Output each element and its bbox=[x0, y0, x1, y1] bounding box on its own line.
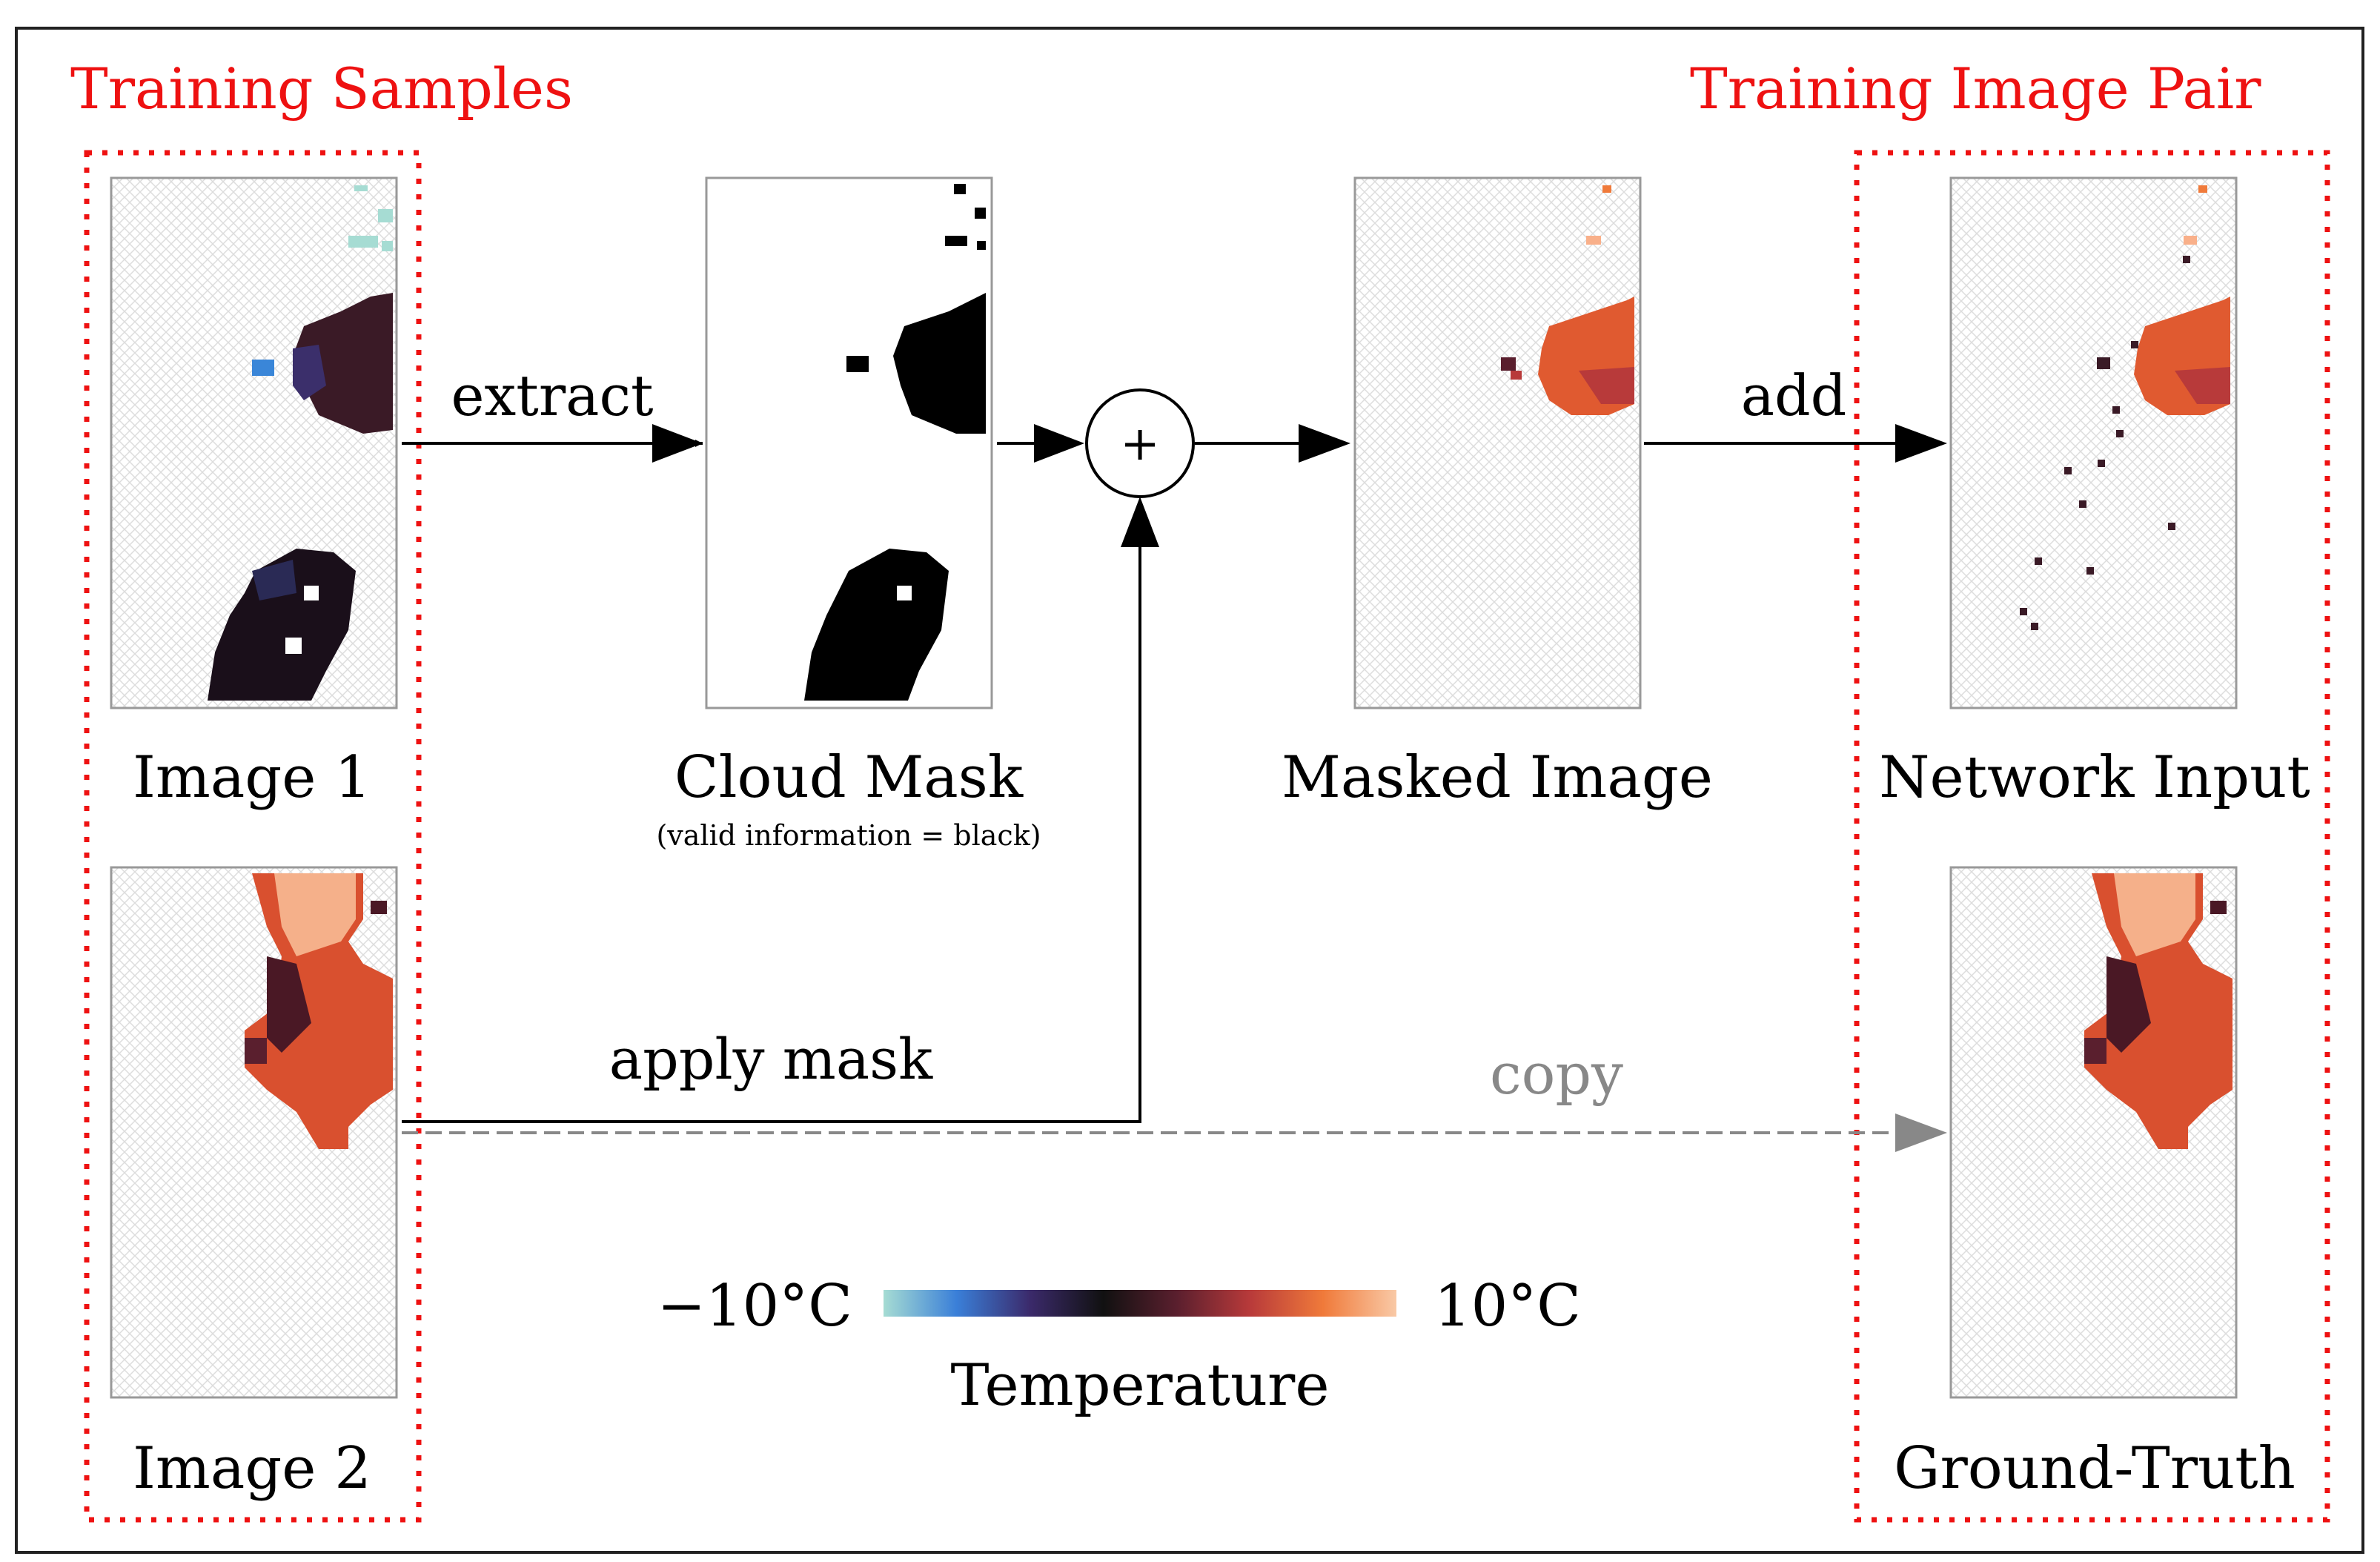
masked-speck-3 bbox=[1602, 185, 1611, 193]
cloud-mask-panel bbox=[705, 176, 993, 709]
image1-cloud-upper bbox=[252, 293, 393, 434]
image1-cloud-lower bbox=[208, 549, 356, 701]
copy-label: copy bbox=[1490, 1041, 1623, 1107]
gt-dark-band bbox=[2106, 956, 2151, 1053]
image2-dark-band bbox=[267, 956, 311, 1053]
extract-label: extract bbox=[451, 363, 653, 428]
input-dropout-specks bbox=[2020, 256, 2190, 630]
gt-cloud bbox=[2084, 873, 2233, 1149]
copy-arrowhead bbox=[1895, 1113, 1947, 1152]
masked-cloud-dark bbox=[1579, 367, 1634, 404]
cloud-mask-shapes bbox=[804, 184, 986, 701]
apply-mask-label: apply mask bbox=[609, 1026, 933, 1092]
ground-truth-label: Ground-Truth bbox=[1894, 1435, 2296, 1502]
masked-speck-1 bbox=[1501, 357, 1516, 371]
masked-speck-4 bbox=[1586, 236, 1601, 245]
image2-speck bbox=[371, 901, 387, 914]
image2-cloud bbox=[245, 873, 393, 1149]
outer-frame bbox=[15, 27, 2364, 1554]
image1-label: Image 1 bbox=[133, 744, 371, 811]
input-speck-top2 bbox=[2184, 236, 2197, 245]
gt-warm-core bbox=[2114, 873, 2195, 956]
network-input-panel bbox=[1949, 176, 2238, 709]
training-samples-box bbox=[84, 150, 422, 1523]
colorbar-min-label: −10°C bbox=[657, 1273, 852, 1340]
apply-mask-line bbox=[402, 541, 1141, 1123]
cloud-mask-hole bbox=[897, 586, 912, 600]
image1-top-specks bbox=[348, 185, 393, 251]
training-samples-title: Training Samples bbox=[70, 56, 573, 122]
colorbar-title: Temperature bbox=[951, 1352, 1330, 1419]
combine-symbol: + bbox=[1120, 417, 1160, 471]
image2-warm-core bbox=[274, 873, 356, 956]
gt-edge bbox=[2084, 1038, 2106, 1064]
image2-edge bbox=[245, 1038, 267, 1064]
image2-label: Image 2 bbox=[133, 1435, 371, 1502]
mask-to-combine-arrowhead bbox=[1034, 424, 1084, 463]
network-input-label: Network Input bbox=[1879, 744, 2310, 811]
cloud-mask-note: (valid information = black) bbox=[656, 819, 1041, 852]
image1-panel bbox=[110, 176, 398, 709]
training-pair-title: Training Image Pair bbox=[1690, 56, 2261, 122]
apply-mask-arrowhead bbox=[1121, 497, 1159, 547]
image2-panel bbox=[110, 866, 398, 1399]
cloud-mask-label: Cloud Mask bbox=[674, 744, 1024, 811]
extract-arrowhead bbox=[652, 424, 703, 463]
input-speck-top1 bbox=[2198, 185, 2207, 193]
ground-truth-panel bbox=[1949, 866, 2238, 1399]
masked-image-label: Masked Image bbox=[1282, 744, 1713, 811]
colorbar-max-label: 10°C bbox=[1434, 1273, 1581, 1340]
combine-to-masked-arrowhead bbox=[1299, 424, 1350, 463]
masked-speck-2 bbox=[1511, 371, 1522, 380]
add-label: add bbox=[1741, 363, 1847, 428]
masked-image-panel bbox=[1353, 176, 1642, 709]
input-cloud-dark bbox=[2175, 367, 2230, 404]
colorbar bbox=[884, 1290, 1396, 1317]
add-arrowhead bbox=[1895, 424, 1947, 463]
gt-speck bbox=[2210, 901, 2227, 914]
training-pair-box bbox=[1854, 150, 2330, 1523]
